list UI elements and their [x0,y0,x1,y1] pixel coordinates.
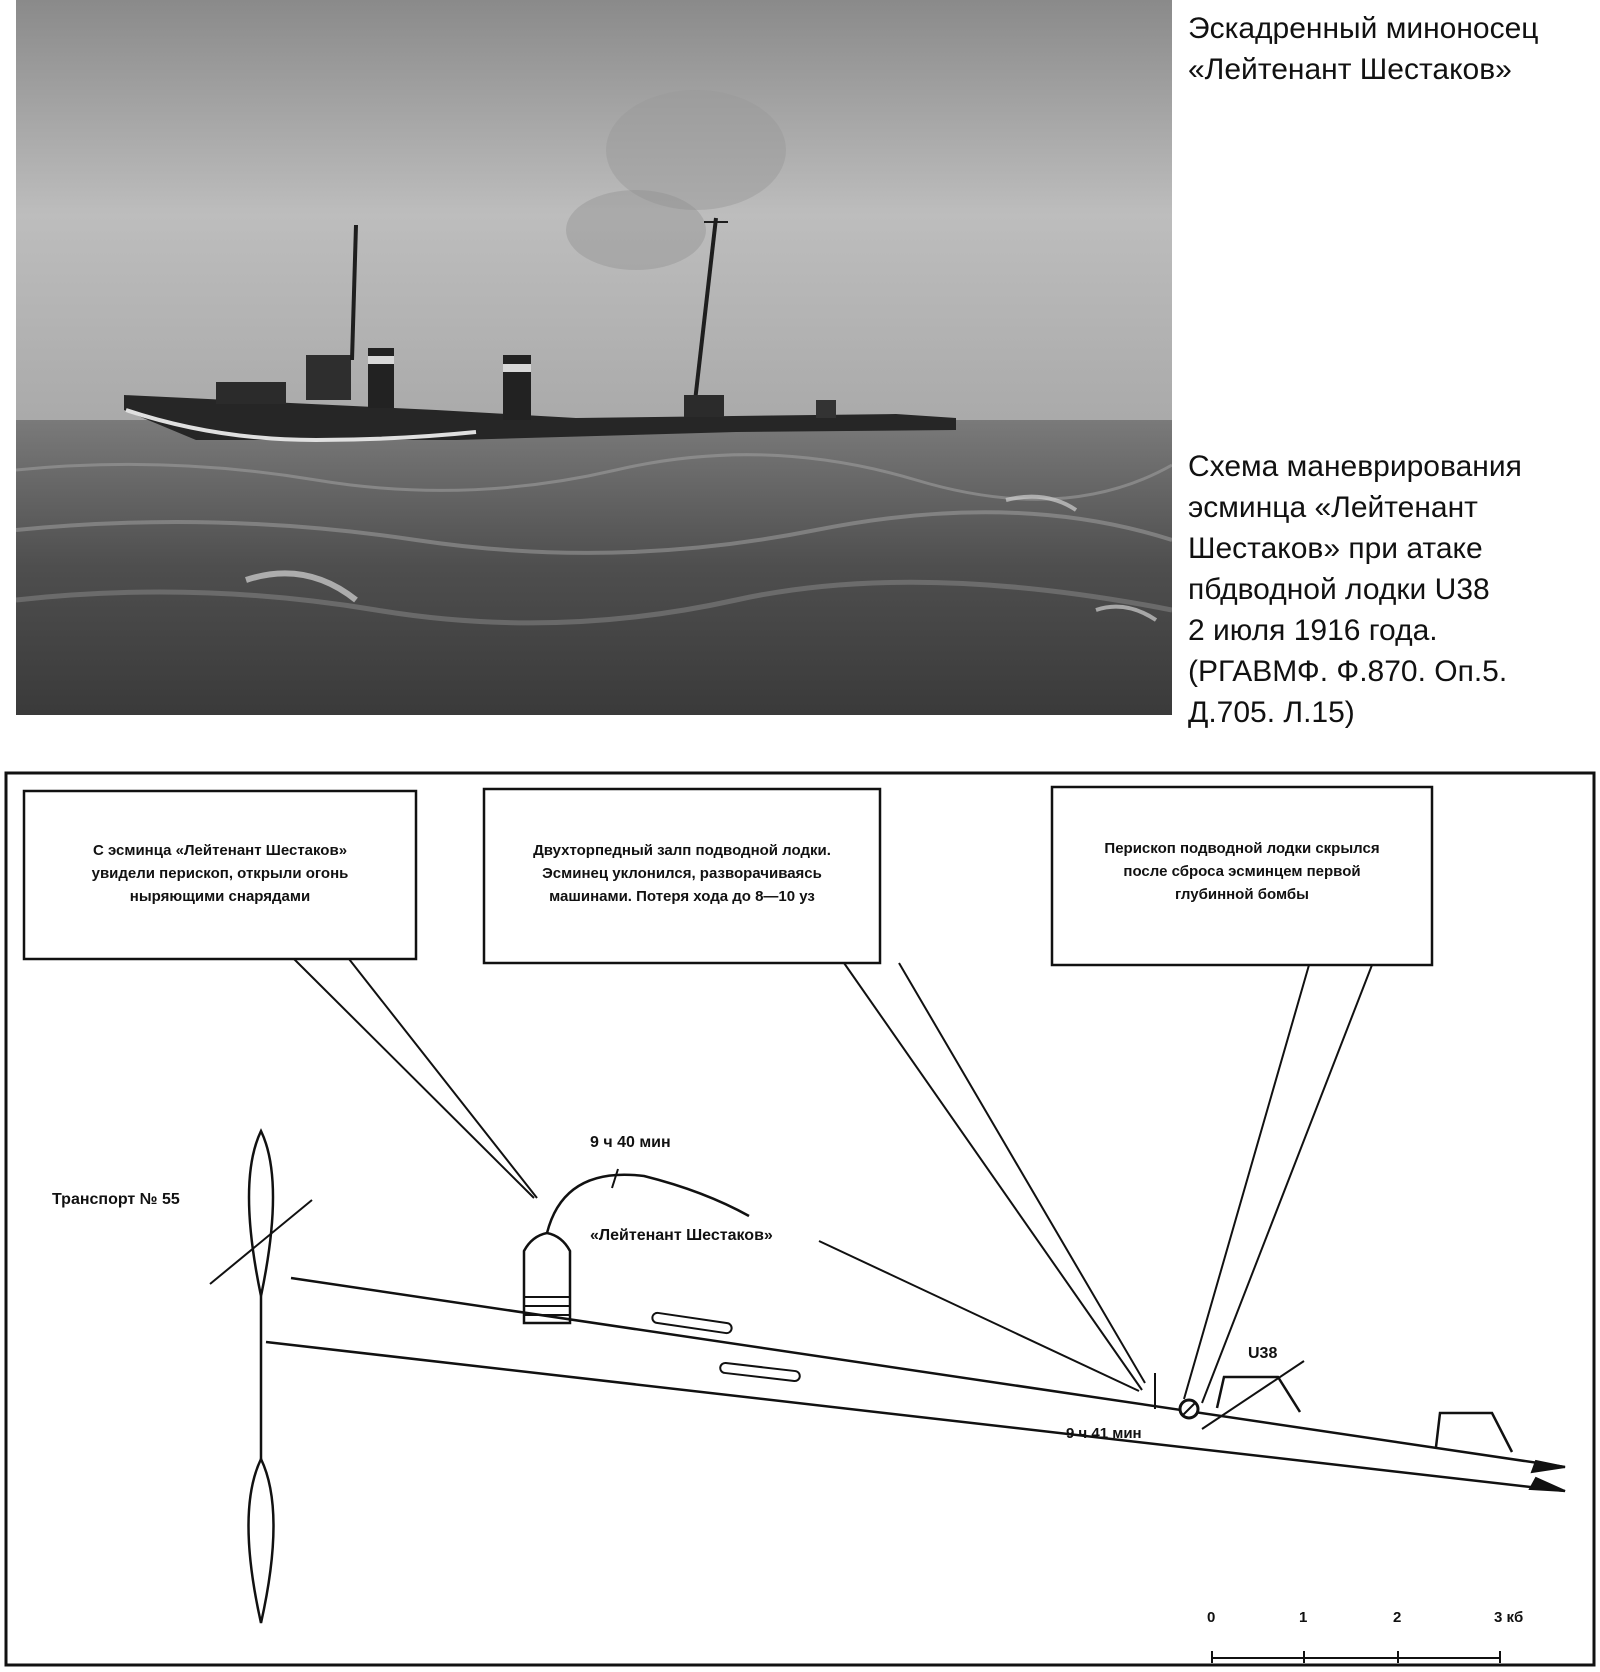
torpedo-tracks [266,1278,1565,1491]
callout-periscope-hidden: Перископ подводной лодки скрылся после с… [1052,787,1432,1403]
caption-line: Д.705. Л.15) [1188,692,1588,733]
scale-tick-label: 0 [1207,1609,1215,1626]
turning-arc [547,1175,749,1233]
transport-ship-icon [210,1131,312,1623]
callout-line: С эсминца «Лейтенант Шестаков» [93,842,347,859]
destroyer-icon [524,1233,570,1323]
submarine-icon [1436,1413,1512,1452]
submarine-icon [1202,1361,1304,1429]
photo-caption: Эскадренный миноносец «Лейтенант Шестако… [1188,8,1588,90]
scale-tick-label: 1 [1299,1609,1307,1626]
time-label: 9 ч 41 мин [1066,1425,1142,1442]
scale-tick-label: 2 [1393,1609,1401,1626]
caption-line: Эскадренный миноносец [1188,8,1588,49]
callout-line: ныряющими снарядами [130,888,310,905]
time-label: 9 ч 40 мин [590,1134,671,1151]
callout-line: Перископ подводной лодки скрылся [1104,840,1379,857]
callout-line: Двухторпедный залп подводной лодки. [533,842,831,859]
caption-line: Схема маневрирования [1188,446,1588,487]
callout-line: после сброса эсминцем первой [1123,863,1360,880]
callout-line: машинами. Потеря хода до 8—10 уз [549,888,815,905]
caption-line: 2 июля 1916 года. [1188,610,1588,651]
depth-charge-icon [1180,1400,1198,1418]
callout-line: глубинной бомбы [1175,886,1309,903]
maneuver-diagram: С эсминца «Лейтенант Шестаков» увидели п… [4,771,1596,1667]
caption-line: «Лейтенант Шестаков» [1188,49,1588,90]
destroyer-label: «Лейтенант Шестаков» [590,1227,773,1244]
scheme-caption: Схема маневрирования эсминца «Лейтенант … [1188,446,1588,733]
caption-line: пбдводной лодки U38 [1188,569,1588,610]
callout-line: увидели перископ, открыли огонь [92,865,349,882]
caption-line: Шестаков» при атаке [1188,528,1588,569]
scale-bar: 0 1 2 3 кб [1207,1609,1523,1663]
callout-line: Эсминец уклонился, разворачиваясь [542,865,822,882]
callout-torpedo-salvo: Двухторпедный залп подводной лодки. Эсми… [484,789,1145,1390]
scale-tick-label: 3 кб [1494,1609,1523,1626]
caption-line: (РГАВМФ. Ф.870. Оп.5. [1188,651,1588,692]
callout-periscope-sighted: С эсминца «Лейтенант Шестаков» увидели п… [24,791,537,1198]
transport-label: Транспорт № 55 [52,1191,180,1208]
destroyer-photo [16,0,1172,715]
caption-line: эсминца «Лейтенант [1188,487,1588,528]
submarine-label: U38 [1248,1345,1277,1362]
